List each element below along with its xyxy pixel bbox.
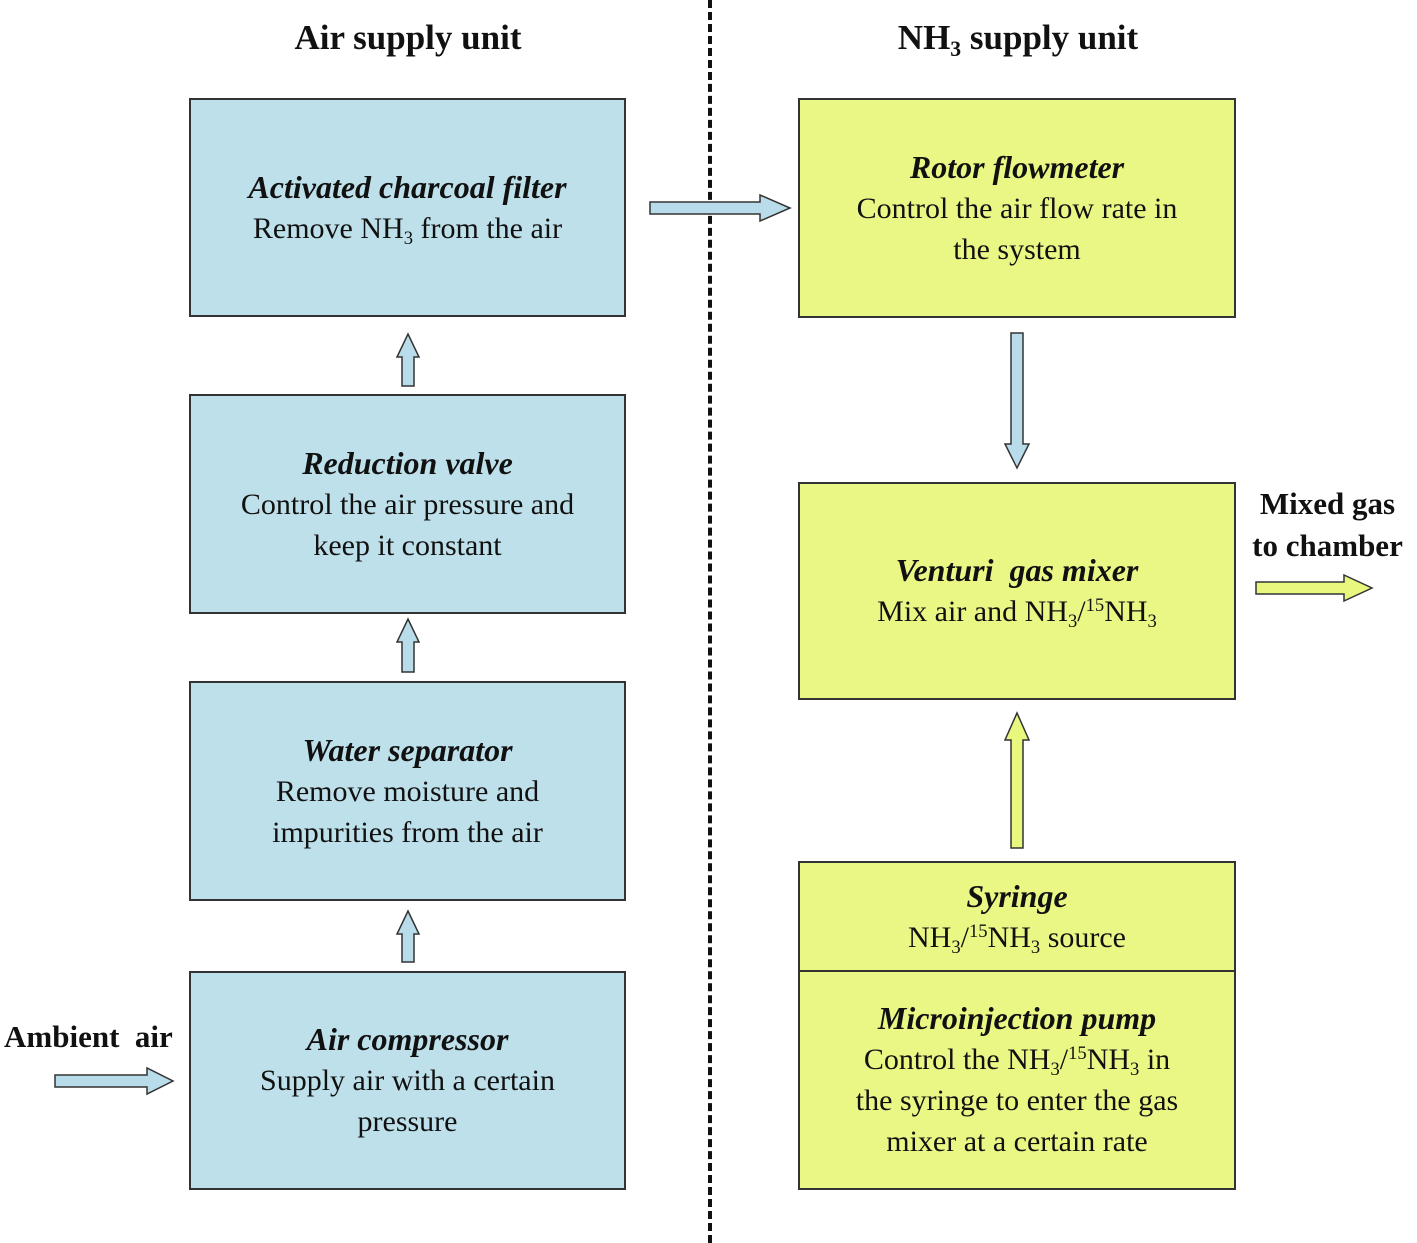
arrow-rotor-flowmeter-to-venturi-mixer (1003, 332, 1031, 470)
unit-divider-dashed-line (708, 0, 712, 1243)
arrow-reduction-valve-to-charcoal-filter (395, 332, 421, 387)
arrow-charcoal-filter-to-rotor-flowmeter (649, 193, 792, 223)
rotor-flowmeter-title: Rotor flowmeter (909, 148, 1125, 185)
microinjection-pump-desc-line3: mixer at a certain rate (886, 1125, 1148, 1158)
air-compressor-desc-line1: Supply air with a certain (260, 1064, 555, 1097)
arrow-ambient-to-compressor (54, 1066, 175, 1096)
nh3-supply-unit-heading: NH3 supply unit (798, 18, 1238, 61)
venturi-gas-mixer-desc: Mix air and NH3/15NH3 (877, 594, 1157, 632)
air-compressor-desc-line2: pressure (357, 1105, 458, 1138)
syringe-desc: NH3/15NH3 source (907, 920, 1126, 958)
microinjection-pump-desc-line2: the syringe to enter the gas (855, 1084, 1179, 1117)
activated-charcoal-filter-desc: Remove NH3 from the air (252, 211, 563, 249)
rotor-flowmeter-box: Rotor flowmeter Control the air flow rat… (798, 98, 1236, 318)
microinjection-pump-title: Microinjection pump (877, 1000, 1157, 1036)
activated-charcoal-filter-title: Activated charcoal filter (248, 168, 567, 205)
air-supply-unit-heading: Air supply unit (294, 18, 522, 57)
reduction-valve-box: Reduction valve Control the air pressure… (189, 394, 626, 614)
reduction-valve-title: Reduction valve (302, 444, 513, 481)
venturi-gas-mixer-box: Venturi gas mixer Mix air and NH3/15NH3 (798, 482, 1236, 700)
water-separator-box: Water separator Remove moisture and impu… (189, 681, 626, 901)
water-separator-desc-line1: Remove moisture and (275, 774, 540, 808)
air-compressor-title: Air compressor (306, 1021, 509, 1057)
mixed-gas-label-line2: to chamber (1252, 528, 1403, 563)
reduction-valve-desc-line1: Control the air pressure and (240, 487, 575, 521)
microinjection-pump-box: Microinjection pump Control the NH3/15NH… (798, 970, 1236, 1190)
reduction-valve-desc-line2: keep it constant (313, 528, 502, 562)
microinjection-pump-desc-line1: Control the NH3/15NH3 in (863, 1042, 1171, 1080)
arrow-syringe-to-venturi-mixer (1003, 711, 1031, 849)
venturi-gas-mixer-title: Venturi gas mixer (895, 552, 1139, 588)
water-separator-desc-line2: impurities from the air (272, 815, 543, 849)
rotor-flowmeter-desc-line2: the system (953, 232, 1081, 266)
water-separator-title: Water separator (302, 731, 513, 768)
arrow-compressor-to-water-separator (395, 909, 421, 963)
syringe-box: Syringe NH3/15NH3 source (798, 861, 1236, 972)
ambient-air-label: Ambient air (4, 1019, 173, 1054)
mixed-gas-label-line1: Mixed gas (1259, 486, 1396, 521)
nh3-heading-suffix: supply unit (961, 18, 1139, 57)
arrow-mixer-to-chamber (1255, 573, 1374, 603)
syringe-title: Syringe (966, 877, 1068, 914)
activated-charcoal-filter-box: Activated charcoal filter Remove NH3 fro… (189, 98, 626, 317)
arrow-water-separator-to-reduction-valve (395, 617, 421, 673)
air-compressor-box: Air compressor Supply air with a certain… (189, 971, 626, 1190)
nh3-heading-sub: 3 (950, 36, 962, 61)
mixed-gas-label: Mixed gas to chamber (1240, 483, 1415, 567)
nh3-heading-prefix: NH (897, 18, 951, 57)
rotor-flowmeter-desc-line1: Control the air flow rate in (856, 191, 1178, 225)
